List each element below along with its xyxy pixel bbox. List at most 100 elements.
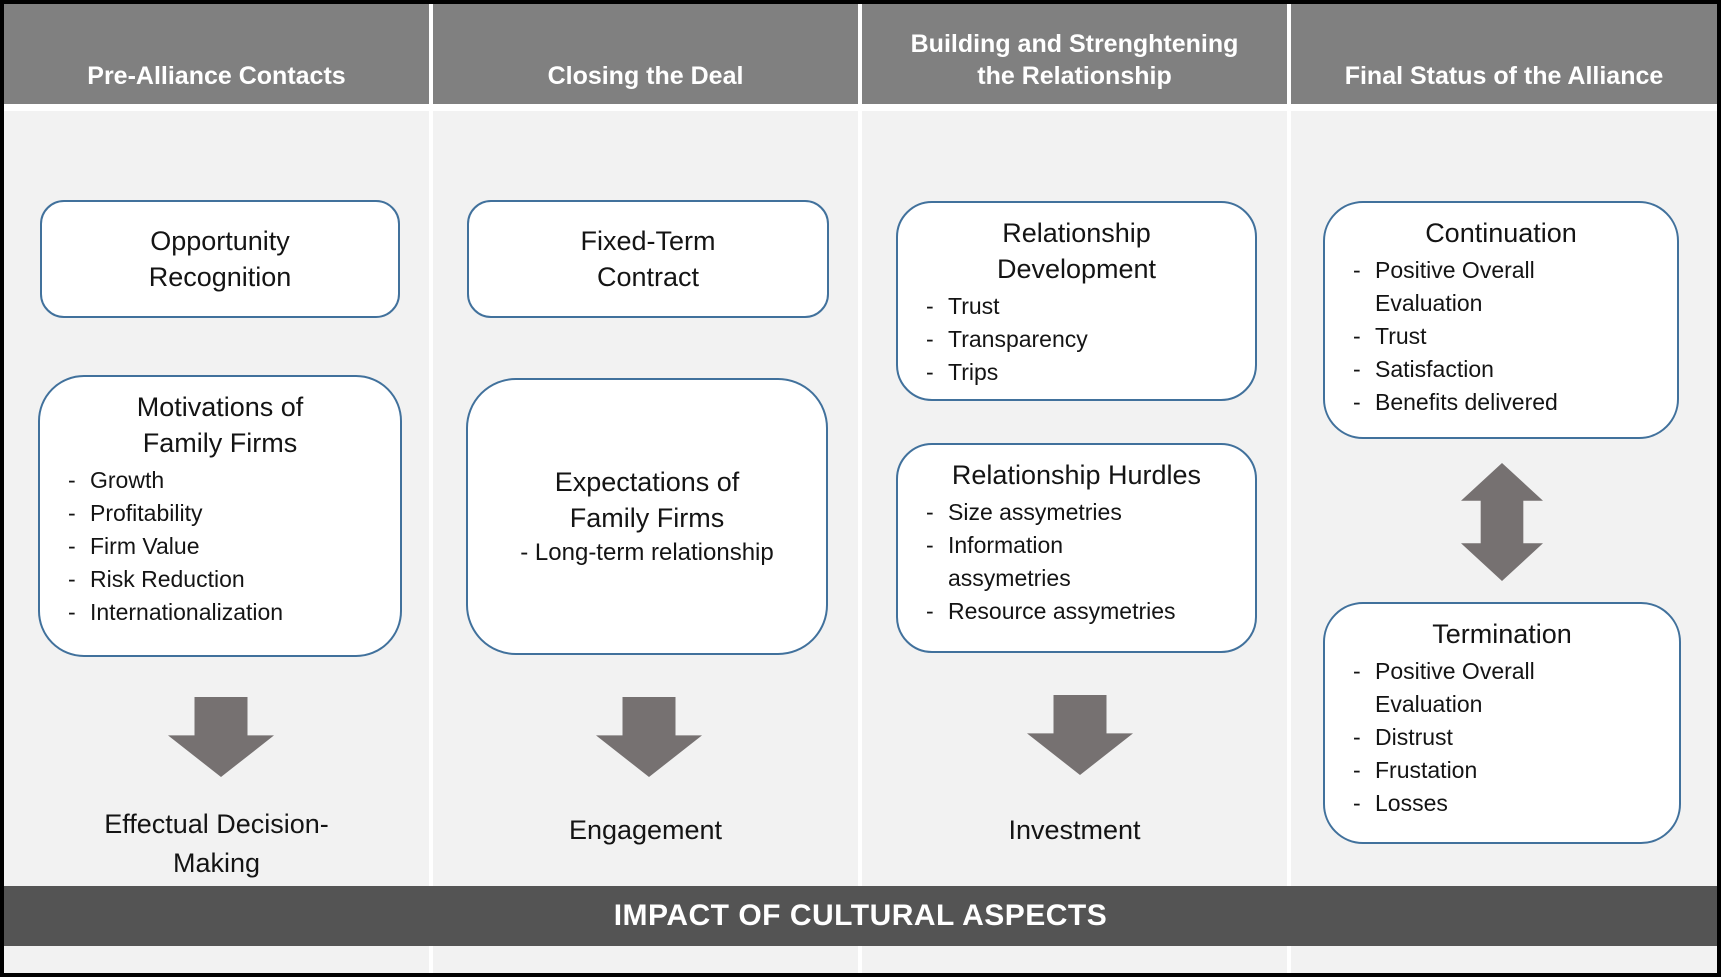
bullet-text: Distrust — [1375, 724, 1453, 750]
bullet-dash: - — [926, 326, 934, 352]
box-expectations-of-family-firms: Expectations of Family Firms - Long-term… — [466, 378, 828, 655]
box-termination: Termination -Positive Overall Evaluation… — [1323, 602, 1681, 844]
box-title: Relationship Development — [996, 218, 1157, 284]
list-item: -Internationalization — [40, 596, 400, 629]
bullet-dash: - — [68, 500, 76, 526]
box-title: Motivations of Family Firms — [136, 392, 304, 458]
bullet-dash: - — [1353, 323, 1361, 349]
bullet-dash: - — [68, 467, 76, 493]
list-item: -Information assymetries — [898, 529, 1255, 595]
column-header-closing-the-deal: Closing the Deal — [433, 4, 858, 104]
bullet-dash: - — [1353, 658, 1361, 684]
list-item: -Losses — [1325, 787, 1679, 820]
arrow-down-icon — [596, 697, 702, 777]
box-title: Relationship Hurdles — [951, 460, 1202, 490]
header-label: Pre-Alliance Contacts — [87, 62, 346, 90]
box-title: Expectations of Family Firms — [554, 466, 740, 533]
box-subline: - Long-term relationship — [520, 538, 774, 566]
bullet-text: Positive Overall Evaluation — [1375, 257, 1535, 316]
bullet-text: Positive Overall Evaluation — [1375, 658, 1535, 717]
box-relationship-hurdles: Relationship Hurdles -Size assymetries -… — [896, 443, 1257, 653]
list-item: -Positive Overall Evaluation — [1325, 254, 1677, 320]
column-final-status: Continuation -Positive Overall Evaluatio… — [1291, 111, 1717, 886]
impact-of-cultural-aspects-banner: IMPACT OF CULTURAL ASPECTS — [4, 886, 1717, 946]
bullet-list: -Positive Overall Evaluation -Trust -Sat… — [1325, 254, 1677, 419]
bullet-text: Size assymetries — [948, 499, 1122, 525]
bullet-dash: - — [1353, 356, 1361, 382]
outcome-engagement: Engagement — [568, 815, 723, 845]
outcome-effectual-decision-making: Effectual Decision- Making — [104, 809, 329, 878]
column-closing-the-deal: Fixed-Term Contract Expectations of Fami… — [433, 111, 858, 886]
bullet-dash: - — [68, 566, 76, 592]
bullet-text: Information assymetries — [948, 532, 1071, 591]
footer-strip — [862, 946, 1287, 973]
box-relationship-development: Relationship Development -Trust -Transpa… — [896, 201, 1257, 401]
bullet-list: -Positive Overall Evaluation -Distrust -… — [1325, 655, 1679, 820]
bullet-dash: - — [926, 598, 934, 624]
bullet-text: Growth — [90, 467, 165, 493]
bullet-dash: - — [1353, 757, 1361, 783]
banner-label: IMPACT OF CULTURAL ASPECTS — [613, 899, 1108, 932]
bullet-dash: - — [926, 359, 934, 385]
bullet-list: -Trust -Transparency -Trips — [898, 290, 1255, 389]
arrow-down-icon — [1027, 695, 1133, 775]
list-item: -Trips — [898, 356, 1255, 389]
list-item: -Frustation — [1325, 754, 1679, 787]
list-item: -Size assymetries — [898, 496, 1255, 529]
bullet-dash: - — [68, 599, 76, 625]
outcome-investment: Investment — [1008, 815, 1141, 845]
box-title: Fixed-Term Contract — [580, 226, 716, 292]
box-title: Termination — [1432, 619, 1572, 649]
bullet-dash: - — [1353, 257, 1361, 283]
box-continuation: Continuation -Positive Overall Evaluatio… — [1323, 201, 1679, 439]
box-fixed-term-contract: Fixed-Term Contract — [467, 200, 829, 318]
header-label: Building and Strenghtening the Relations… — [910, 30, 1239, 90]
bullet-text: Profitability — [90, 500, 203, 526]
bullet-text: Resource assymetries — [948, 598, 1176, 624]
bullet-text: Trips — [948, 359, 999, 385]
list-item: -Resource assymetries — [898, 595, 1255, 628]
list-item: -Profitability — [40, 497, 400, 530]
column-header-pre-alliance-contacts: Pre-Alliance Contacts — [4, 4, 429, 104]
bullet-text: Frustation — [1375, 757, 1478, 783]
box-motivations-of-family-firms: Motivations of Family Firms -Growth -Pro… — [38, 375, 402, 657]
column-header-building-relationship: Building and Strenghtening the Relations… — [862, 4, 1287, 104]
list-item: -Growth — [40, 464, 400, 497]
bullet-text: Trust — [1375, 323, 1427, 349]
bullet-dash: - — [926, 293, 934, 319]
list-item: -Risk Reduction — [40, 563, 400, 596]
bullet-text: Firm Value — [90, 533, 200, 559]
bullet-dash: - — [1353, 790, 1361, 816]
bullet-list: -Growth -Profitability -Firm Value -Risk… — [40, 464, 400, 629]
bullet-text: Internationalization — [90, 599, 284, 625]
bullet-dash: - — [68, 533, 76, 559]
list-item: -Transparency — [898, 323, 1255, 356]
box-title: Opportunity Recognition — [148, 226, 292, 292]
list-item: -Distrust — [1325, 721, 1679, 754]
bullet-text: Benefits delivered — [1375, 389, 1558, 415]
column-building-relationship: Relationship Development -Trust -Transpa… — [862, 111, 1287, 886]
list-item: -Firm Value — [40, 530, 400, 563]
bullet-dash: - — [926, 532, 934, 558]
list-item: -Satisfaction — [1325, 353, 1677, 386]
column-header-final-status: Final Status of the Alliance — [1291, 4, 1717, 104]
box-opportunity-recognition: Opportunity Recognition — [40, 200, 400, 318]
column-pre-alliance-contacts: Opportunity Recognition Motivations of F… — [4, 111, 429, 886]
bullet-dash: - — [926, 499, 934, 525]
bullet-text: Trust — [948, 293, 1000, 319]
arrow-up-down-icon — [1461, 463, 1543, 581]
list-item: -Trust — [1325, 320, 1677, 353]
bullet-text: Transparency — [948, 326, 1088, 352]
bullet-text: Satisfaction — [1375, 356, 1494, 382]
box-title: Continuation — [1425, 218, 1577, 248]
footer-strip — [4, 946, 429, 973]
header-label: Closing the Deal — [547, 62, 744, 90]
list-item: -Positive Overall Evaluation — [1325, 655, 1679, 721]
bullet-list: -Size assymetries -Information assymetri… — [898, 496, 1255, 628]
list-item: -Trust — [898, 290, 1255, 323]
footer-strip — [433, 946, 858, 973]
list-item: -Benefits delivered — [1325, 386, 1677, 419]
header-label: Final Status of the Alliance — [1344, 62, 1664, 90]
footer-strip — [1291, 946, 1717, 973]
